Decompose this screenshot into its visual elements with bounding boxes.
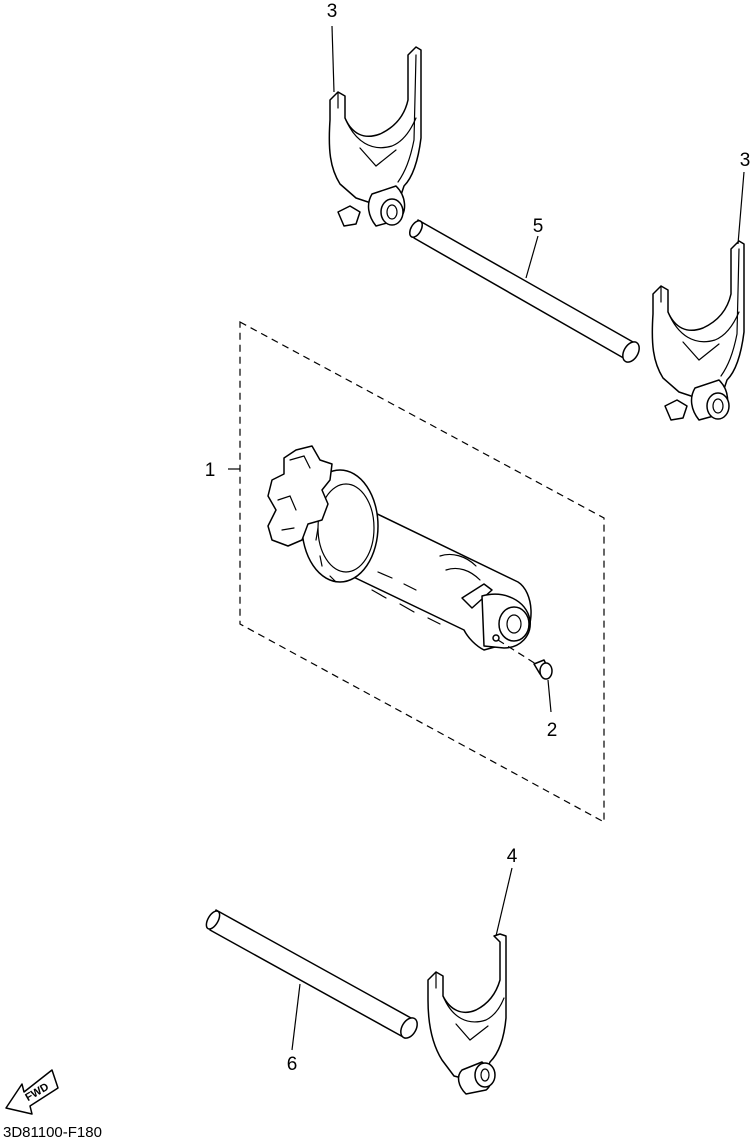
callout-4: 4: [507, 846, 518, 867]
leader-line-6: [291, 983, 301, 1051]
diagram-code: 3D81100-F180: [3, 1124, 102, 1141]
callout-2: 2: [547, 720, 558, 741]
drum-screw[interactable]: [497, 639, 553, 680]
callout-5: 5: [533, 216, 544, 237]
callout-3b: 3: [740, 150, 751, 171]
leader-line-4: [495, 867, 513, 937]
shift-fork-top[interactable]: [328, 46, 422, 227]
shift-fork-bottom[interactable]: [427, 933, 507, 1095]
leader-line-2: [547, 679, 552, 713]
fork-shaft-upper[interactable]: [407, 219, 642, 365]
leader-line-3b: [737, 171, 745, 245]
leader-line-3a: [331, 25, 335, 93]
shift-drum-assembly[interactable]: [267, 445, 532, 651]
callout-3a: 3: [327, 1, 338, 22]
callout-6: 6: [287, 1054, 298, 1075]
callout-1: 1: [205, 460, 216, 481]
shift-fork-right[interactable]: [651, 240, 745, 421]
fwd-arrow-icon: FWD: [5, 1069, 59, 1115]
leader-line-5: [525, 235, 539, 279]
fork-shaft-lower[interactable]: [204, 909, 421, 1041]
